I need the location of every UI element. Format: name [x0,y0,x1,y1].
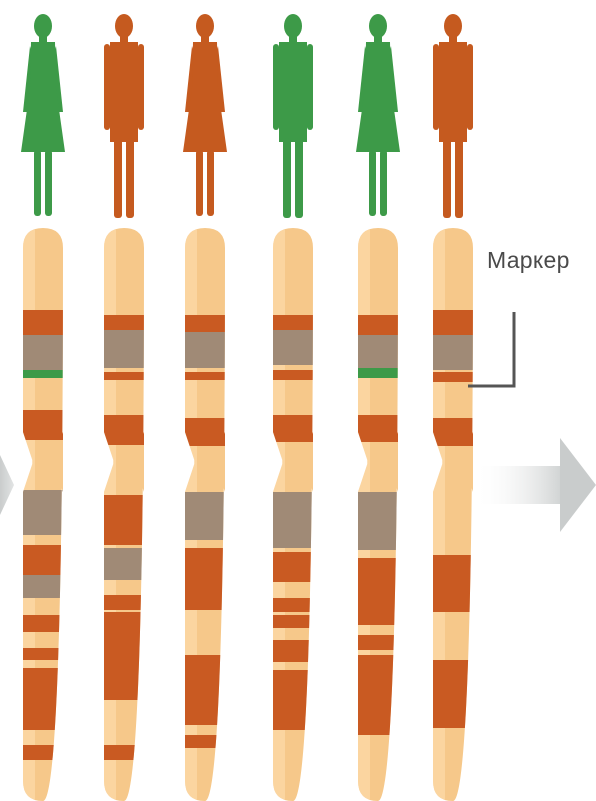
male-figure-icon [433,14,473,218]
chromosome-band [273,315,313,330]
chromosome-band [104,372,144,380]
female-figure-icon [356,14,400,216]
male-figure-icon [273,14,313,218]
chromosome-band [23,545,63,575]
chromosome-band [185,332,225,368]
chromosome-band [273,670,313,730]
chromosome-band [23,310,63,335]
chromosome-band [358,635,398,650]
chromosome-band [185,418,225,446]
chromosome-band [433,335,473,370]
chromosome-band [358,315,398,335]
chromosome-band [23,335,63,370]
chromosome-band [104,745,144,760]
chromosome-band [104,548,144,580]
chromosome-band [433,555,473,612]
chromosome [23,228,63,801]
chromosome-band [358,335,398,368]
chromosome-band [185,655,225,725]
chromosome-band [433,372,473,382]
chromosome-band [185,492,225,540]
chromosome-band [104,595,144,610]
female-figure-icon [21,14,65,216]
chromosome-band [273,640,313,662]
chromosome [104,228,144,801]
chromosome-band [23,575,63,598]
chromosome-band [23,745,63,760]
chromosome-band [104,315,144,330]
chromosome-band [185,548,225,610]
chromosome [273,228,313,801]
chromosome-band [273,415,313,442]
chromosome-band [185,372,225,380]
chromosome-band [23,490,63,535]
chromosome-band [358,558,398,625]
chromosome-band [23,648,63,660]
chromosome-band [23,410,63,440]
chromosome-band [358,492,398,550]
chromosome-band [23,668,63,730]
chromosome-band [185,315,225,332]
chromosome-band [273,552,313,582]
marker-label: Маркер [487,247,570,273]
chromosomes-row [23,228,473,801]
left-arrow-icon [0,455,14,515]
chromosome-band [433,660,473,728]
chromosome-band [358,415,398,442]
chromosome-band [273,615,313,628]
chromosome-band [273,370,313,380]
people-row [21,14,473,218]
chromosome [433,228,473,801]
right-arrow-icon [474,438,596,532]
chromosome-band [104,495,144,545]
chromosome-band [273,330,313,365]
chromosome-band [104,415,144,445]
chromosome-band [433,310,473,335]
chromosome-band [433,418,473,446]
marker-callout-line [468,312,516,388]
female-figure-icon [183,14,227,216]
chromosome-band [104,612,144,700]
chromosome-band [23,615,63,632]
chromosome-band [273,492,313,548]
chromosome [185,228,225,801]
marker-band [23,370,63,378]
chromosome-band [104,330,144,368]
chromosome-band [273,598,313,612]
marker-band [358,368,398,378]
chromosome-band [185,735,225,748]
male-figure-icon [104,14,144,218]
chromosome [358,228,398,801]
chromosome-band [358,655,398,735]
